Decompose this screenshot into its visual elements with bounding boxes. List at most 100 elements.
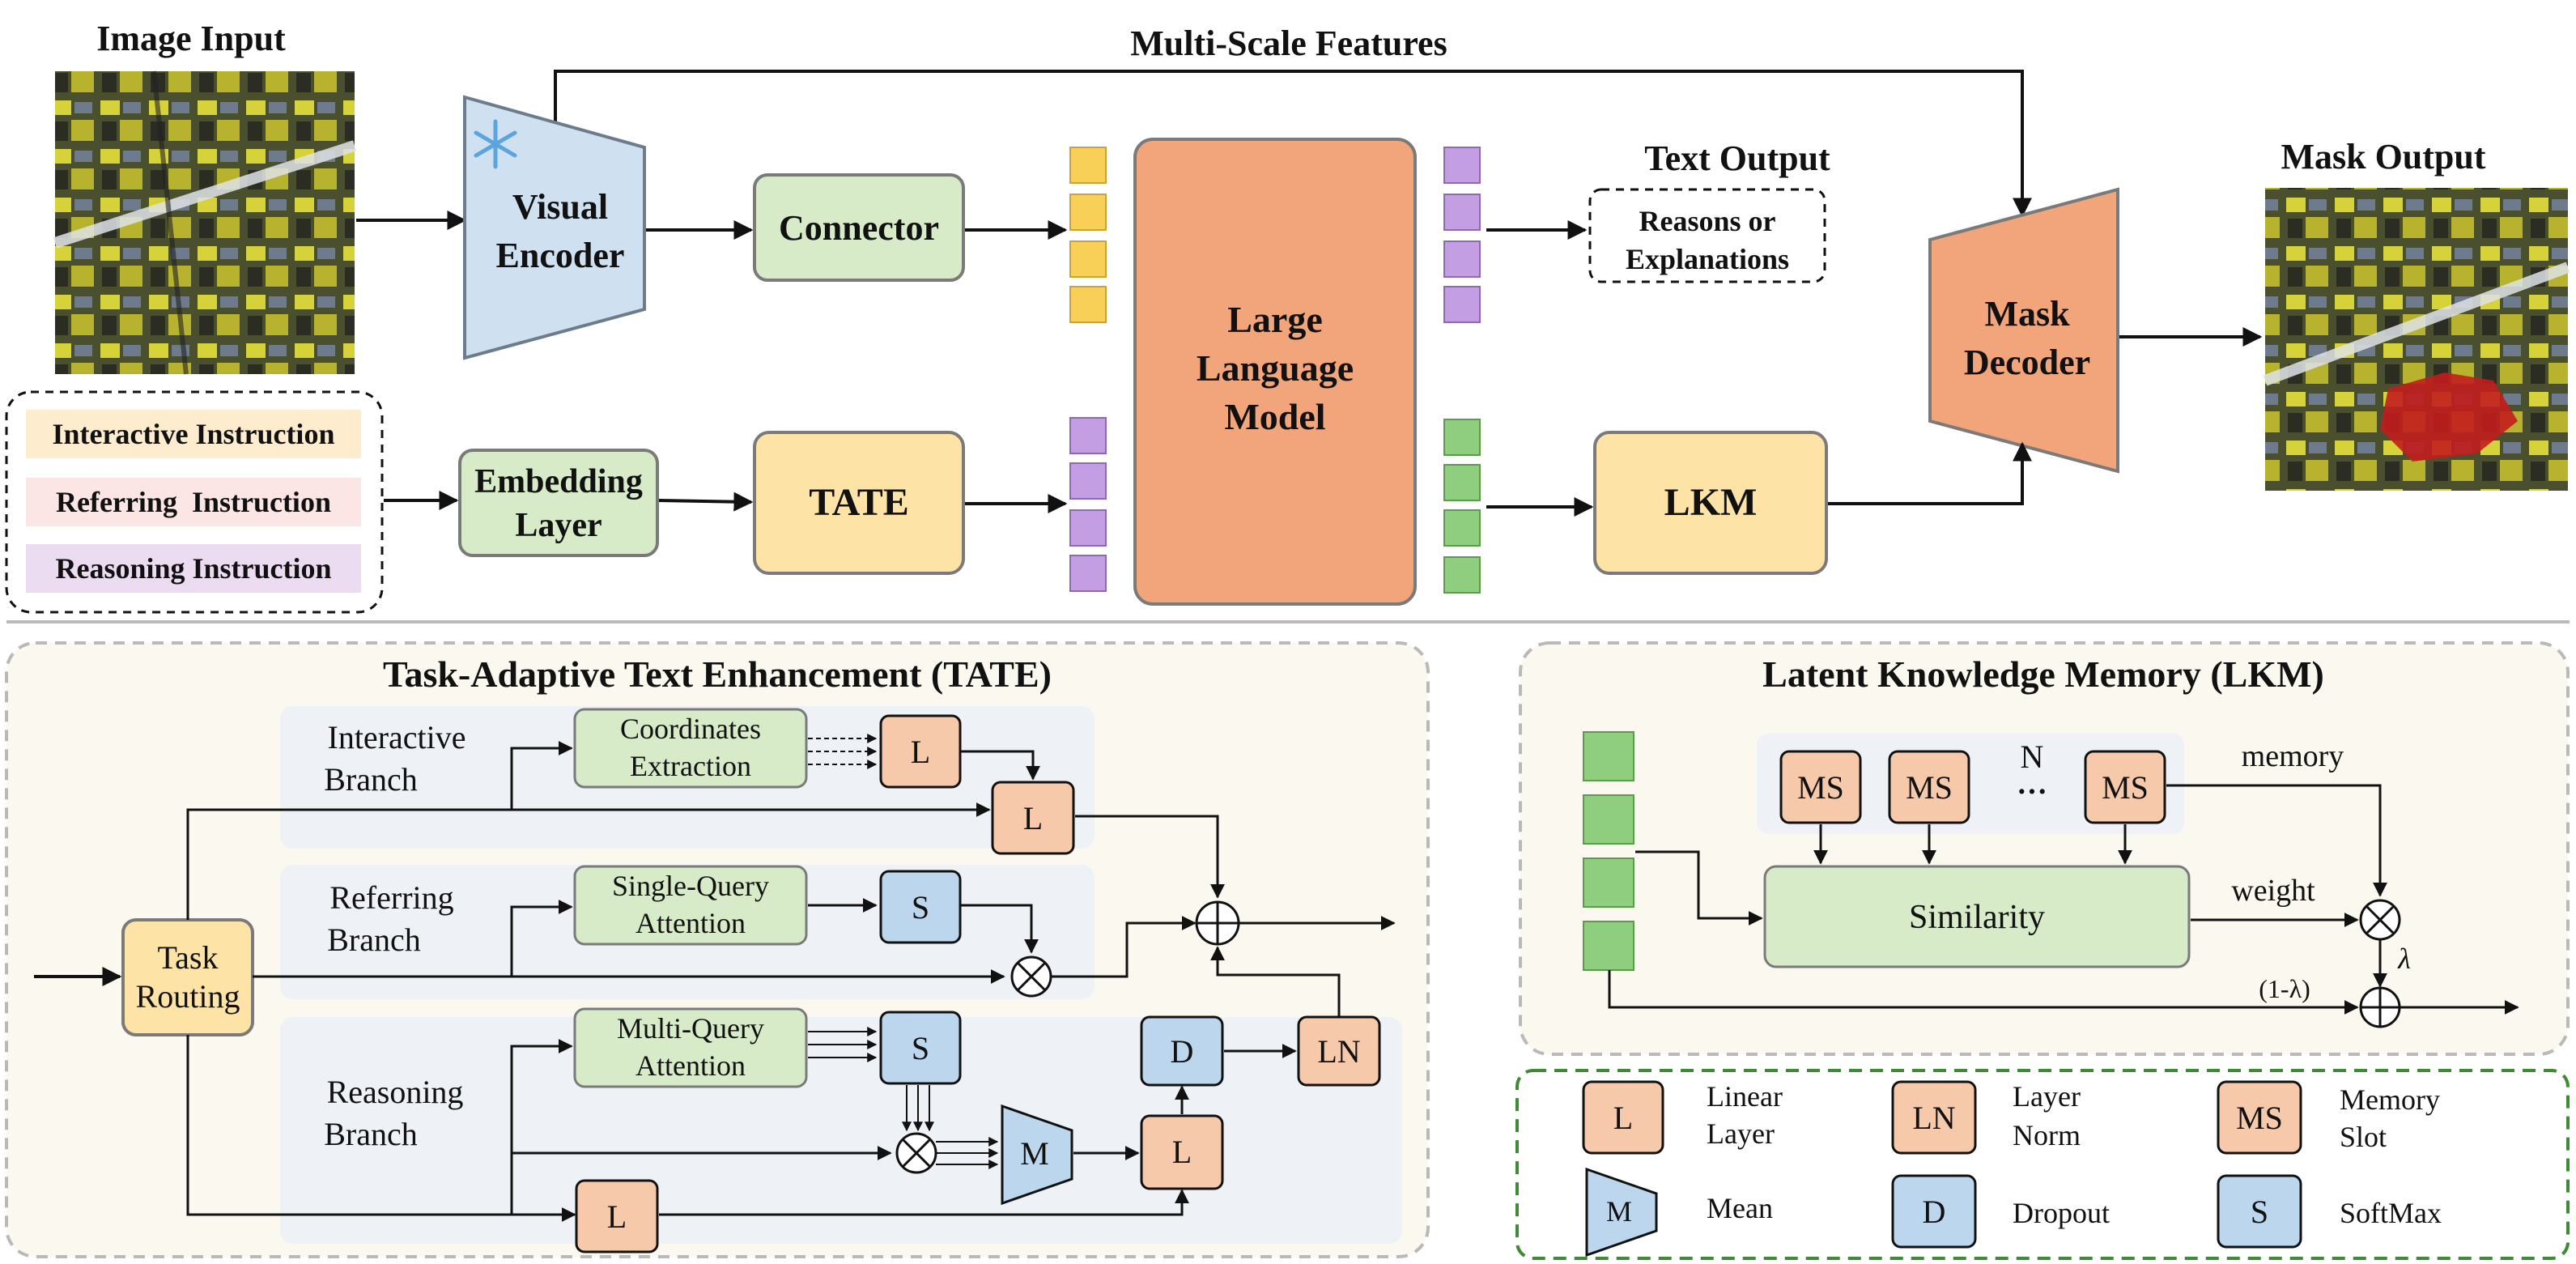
legend-memory-slot-symbol-text: MS	[2236, 1100, 2283, 1136]
connector-label: Connector	[779, 208, 939, 248]
arrow-interactive-to-sum	[1075, 815, 1225, 899]
legend-softmax-label: SoftMax	[2340, 1197, 2442, 1229]
mean-label: M	[1020, 1135, 1049, 1172]
llm-block	[1133, 138, 1417, 606]
text-token-column	[1443, 147, 1481, 323]
layer-norm-label: LN	[1317, 1033, 1360, 1070]
single-query-line1: Single-Query	[612, 870, 769, 902]
legend-linear-label-1: Linear	[1707, 1080, 1783, 1113]
reasoning-linear-block	[1140, 1114, 1224, 1190]
lambda-label: λ	[2397, 943, 2411, 975]
referring-instruction-chip	[26, 478, 361, 526]
interactive-branch-line2: Branch	[324, 761, 418, 798]
one-minus-lambda-label: (1-λ)	[2259, 974, 2310, 1003]
snowflake-icon	[474, 119, 517, 169]
instruction-token-column	[1069, 417, 1107, 592]
tate-block	[753, 431, 965, 575]
reasoning-softmax-block	[879, 1011, 962, 1085]
visual-token-column	[1069, 147, 1107, 323]
referring-instruction-label: Referring Instruction	[56, 486, 331, 518]
input-satellite-image	[53, 70, 357, 375]
task-routing-block	[121, 918, 254, 1036]
legend-mean-label: Mean	[1707, 1192, 1773, 1224]
text-output-box	[1588, 188, 1826, 283]
similarity-block	[1763, 865, 2191, 968]
mult-to-mean-arrows	[936, 1137, 999, 1169]
legend-mean-symbol-text: M	[1606, 1195, 1632, 1228]
lkm-panel-title: Latent Knowledge Memory (LKM)	[1762, 653, 2324, 695]
legend-softmax-symbol	[2217, 1174, 2302, 1249]
legend-mean-symbol	[1585, 1167, 1658, 1258]
memory-slot-2	[1888, 750, 1970, 824]
referring-branch-line2: Branch	[327, 921, 421, 958]
referring-softmax-block	[879, 870, 962, 944]
arrow-ln-to-sum	[1210, 946, 1341, 1017]
reasoning-linear-label: L	[1172, 1134, 1192, 1170]
embedding-layer-block	[458, 449, 659, 557]
single-query-attention-block	[573, 865, 808, 946]
weight-label: weight	[2231, 874, 2315, 908]
legend-memory-slot-label-1: Memory	[2340, 1083, 2440, 1116]
memory-count-n: N	[2021, 738, 2044, 775]
reasoning-instruction-chip	[26, 544, 361, 593]
memory-slot-2-label: MS	[1906, 769, 1953, 806]
branch-sum-op	[1195, 900, 1240, 946]
reasoning-branch-area	[280, 1017, 1402, 1244]
memory-ellipsis: ···	[2017, 775, 2047, 809]
text-output-line2: Explanations	[1626, 243, 1789, 275]
tate-panel-title: Task-Adaptive Text Enhancement (TATE)	[383, 653, 1052, 695]
legend-layernorm-symbol	[1891, 1080, 1977, 1155]
multi-scale-features-label: Multi-Scale Features	[1130, 23, 1447, 63]
memory-slot-1	[1779, 750, 1862, 824]
task-routing-line2: Routing	[136, 978, 240, 1015]
legend-linear-label-2: Layer	[1707, 1117, 1775, 1150]
legend-layernorm-symbol-text: LN	[1912, 1100, 1955, 1136]
reasoning-branch-line1: Reasoning	[327, 1074, 464, 1110]
lkm-block	[1593, 431, 1828, 575]
arrow-embedding-to-tate	[658, 492, 754, 512]
legend-linear-symbol	[1582, 1080, 1664, 1155]
coordinates-line1: Coordinates	[620, 713, 761, 745]
softmax-down-arrows	[902, 1085, 934, 1132]
referring-multiply-op	[1010, 955, 1052, 998]
lkm-block-label: LKM	[1664, 481, 1758, 524]
coordinates-line2: Extraction	[630, 750, 751, 782]
mask-decoder-line1: Mask	[1984, 294, 2070, 334]
route-reasoning	[510, 1039, 573, 1215]
dropout-label: D	[1171, 1033, 1194, 1070]
route-interactive	[510, 741, 573, 810]
output-mask-image	[2263, 188, 2570, 491]
llm-line3: Model	[1224, 396, 1325, 437]
lkm-panel	[1519, 641, 2570, 1056]
memory-slot-1-label: MS	[1797, 769, 1844, 806]
route-referring	[510, 900, 573, 977]
legend-dropout-label: Dropout	[2013, 1197, 2110, 1229]
memory-to-similarity-arrows	[1813, 824, 2132, 865]
visual-encoder-line2: Encoder	[496, 236, 625, 275]
mask-output-title: Mask Output	[2281, 137, 2485, 177]
connector-block	[753, 173, 965, 282]
legend-linear-symbol-text: L	[1613, 1100, 1633, 1136]
legend-softmax-symbol-text: S	[2251, 1194, 2268, 1230]
coord-dashed-arrows	[808, 734, 878, 769]
mask-decoder-block	[1928, 187, 2119, 474]
skip-linear-label: L	[607, 1198, 627, 1235]
lkm-sum-op	[2359, 986, 2401, 1028]
arrow-residual-to-add	[1608, 970, 2359, 1015]
text-output-line1: Reasons or	[1639, 205, 1776, 237]
llm-line1: Large	[1227, 299, 1323, 340]
legend-memory-slot-symbol	[2217, 1080, 2302, 1155]
interactive-linear-label-2: L	[1023, 800, 1043, 836]
visual-encoder-block	[463, 95, 646, 360]
interactive-instruction-label: Interactive Instruction	[53, 418, 335, 450]
arrow-l1-to-l2	[960, 750, 1040, 781]
arrow-s-to-mult	[960, 904, 1039, 954]
task-routing-line1: Task	[158, 939, 219, 976]
embedding-line1: Embedding	[474, 463, 643, 500]
image-input-title: Image Input	[96, 19, 286, 58]
legend-dropout-symbol-text: D	[1923, 1194, 1946, 1230]
arrow-multi-scale-features	[554, 70, 2032, 218]
skip-linear-block	[575, 1179, 659, 1253]
mean-block	[1001, 1104, 1073, 1206]
